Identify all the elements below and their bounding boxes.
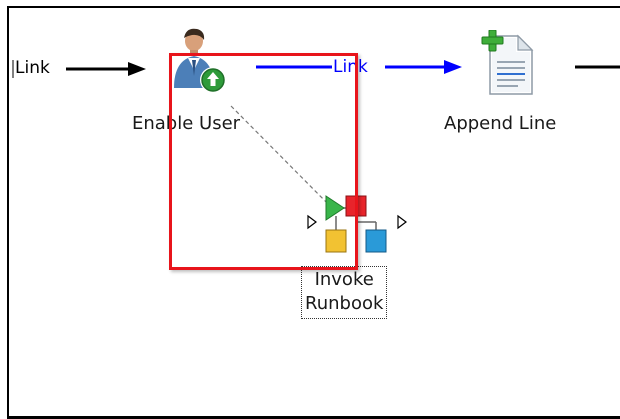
input-port-icon [307, 214, 317, 230]
canvas-border-bottom [7, 416, 620, 419]
middle-link-arrowhead [444, 60, 462, 74]
incoming-link-label[interactable]: Link [15, 58, 50, 78]
append-line-label[interactable]: Append Line [444, 113, 557, 134]
invoke-runbook-label-line1: Invoke [314, 269, 374, 290]
runbook-flow-icon [307, 195, 407, 253]
canvas-border-top [7, 6, 620, 8]
incoming-link-arrowhead [128, 62, 146, 76]
canvas-border-left [7, 6, 9, 419]
middle-link-label[interactable]: Link [333, 57, 368, 77]
output-port-icon [397, 214, 407, 230]
user-enable-icon [174, 28, 226, 93]
enable-user-activity[interactable] [170, 28, 230, 98]
invoke-runbook-activity[interactable] [306, 192, 410, 256]
enable-user-label[interactable]: Enable User [132, 113, 241, 134]
append-line-activity[interactable] [480, 29, 536, 98]
document-add-icon [481, 29, 534, 95]
selection-highlight-box [169, 53, 358, 270]
drag-guide-line [230, 105, 337, 213]
invoke-runbook-label-line2: Runbook [305, 293, 384, 314]
invoke-runbook-label[interactable]: Invoke Runbook [301, 266, 388, 319]
